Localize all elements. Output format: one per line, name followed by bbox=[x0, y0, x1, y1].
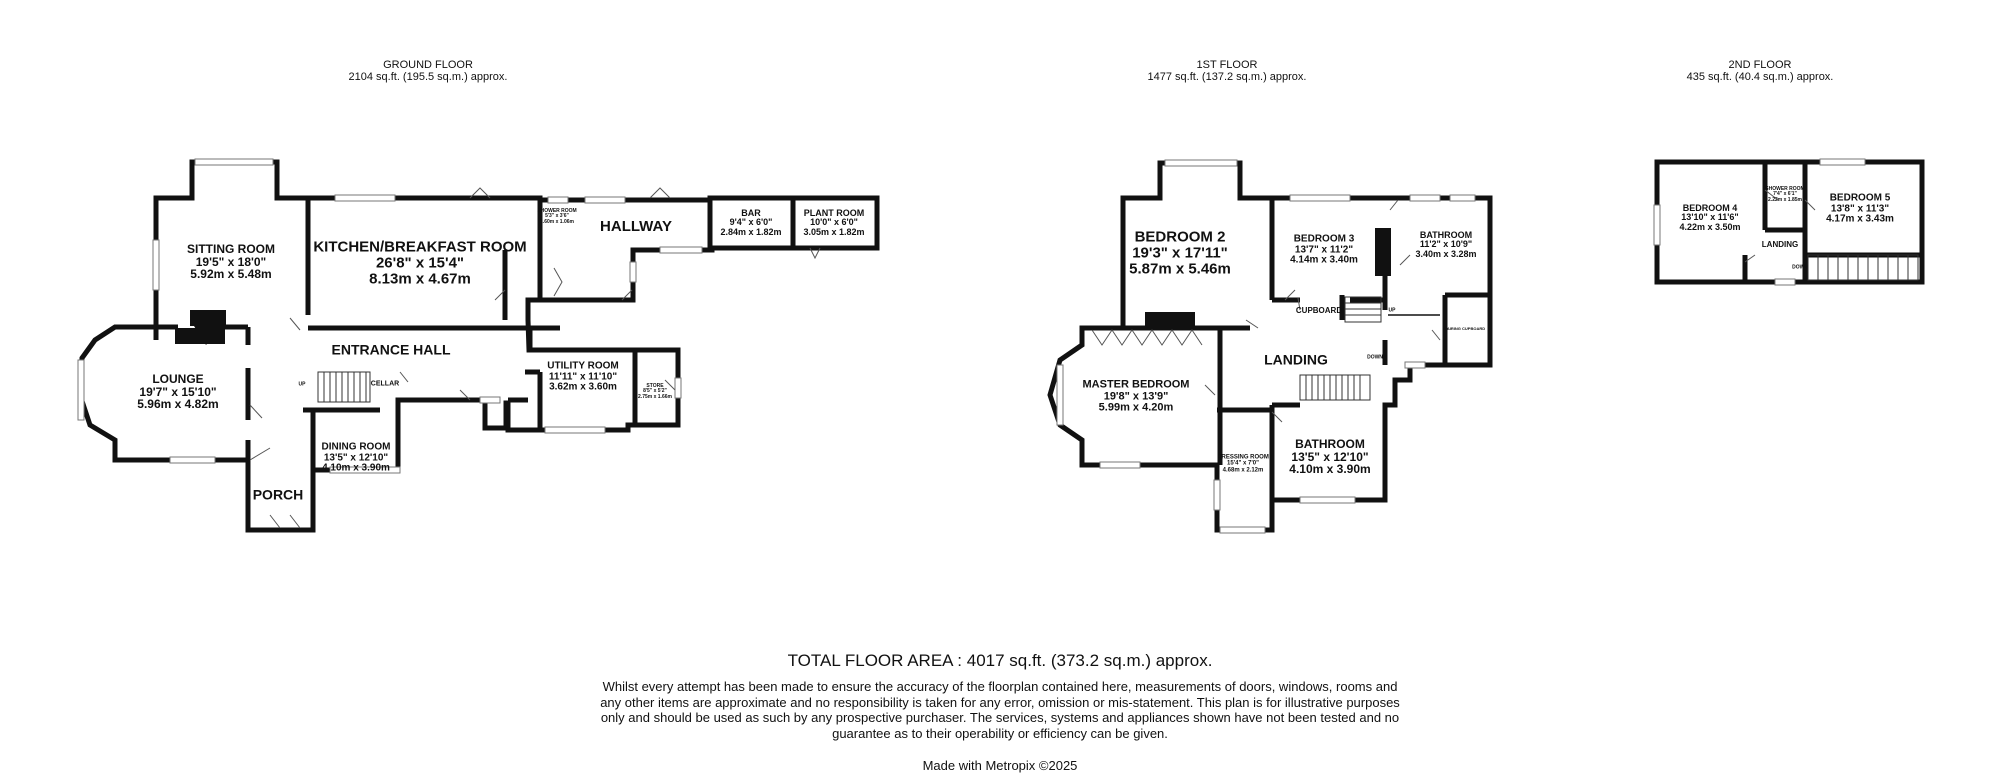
room-label-kitchen: KITCHEN/BREAKFAST ROOM 26'8" x 15'4" 8.1… bbox=[313, 238, 527, 287]
room-label-bedroom-5: BEDROOM 5 13'8" x 11'3" 4.17m x 3.43m bbox=[1826, 192, 1894, 225]
floor-area: 1477 sq.ft. (137.2 sq.m.) approx. bbox=[1147, 71, 1307, 83]
room-label-bedroom-2: BEDROOM 2 19'3" x 17'11" 5.87m x 5.46m bbox=[1129, 228, 1231, 277]
room-label-bathroom-first-a: BATHROOM 11'2" x 10'9" 3.40m x 3.28m bbox=[1415, 229, 1477, 259]
room-label-master-bedroom: MASTER BEDROOM 19'8" x 13'9" 5.99m x 4.2… bbox=[1082, 378, 1190, 414]
floor-area: 435 sq.ft. (40.4 sq.m.) approx. bbox=[1686, 71, 1834, 83]
first-floor-plan bbox=[1047, 159, 1493, 534]
first-floor-header: 1ST FLOOR 1477 sq.ft. (137.2 sq.m.) appr… bbox=[1077, 59, 1377, 83]
ground-floor-plan bbox=[77, 158, 880, 533]
room-label-bar: BAR 9'4" x 6'0" 2.84m x 1.82m bbox=[720, 207, 782, 237]
floor-title: 2ND FLOOR bbox=[1728, 59, 1792, 71]
disclaimer-text: Whilst every attempt has been made to en… bbox=[600, 679, 1400, 741]
room-label-bathroom-first-b: BATHROOM 13'5" x 12'10" 4.10m x 3.90m bbox=[1289, 437, 1371, 477]
ground-floor-header: GROUND FLOOR 2104 sq.ft. (195.5 sq.m.) a… bbox=[278, 59, 578, 83]
room-label-utility-room: UTILITY ROOM 11'11" x 11'10" 3.62m x 3.6… bbox=[547, 360, 619, 393]
floor-title: GROUND FLOOR bbox=[383, 59, 473, 71]
room-label-airing-cupboard: AIRING CUPBOARD bbox=[1446, 325, 1486, 331]
credit-text: Made with Metropix ©2025 bbox=[922, 758, 1078, 773]
room-label-entrance-hall: ENTRANCE HALL bbox=[331, 341, 451, 358]
floor-area: 2104 sq.ft. (195.5 sq.m.) approx. bbox=[348, 71, 508, 83]
stair-label-up-ground: UP bbox=[298, 381, 306, 388]
second-floor-plan bbox=[1653, 158, 1925, 286]
room-label-landing-first: LANDING bbox=[1264, 351, 1328, 368]
room-label-cellar: CELLAR bbox=[370, 380, 400, 388]
room-label-porch: PORCH bbox=[252, 486, 304, 503]
second-floor-header: 2ND FLOOR 435 sq.ft. (40.4 sq.m.) approx… bbox=[1610, 59, 1910, 83]
room-label-dressing-room: DRESSING ROOM 15'4" x 7'0" 4.68m x 2.12m bbox=[1217, 454, 1269, 474]
total-floor-area: TOTAL FLOOR AREA : 4017 sq.ft. (373.2 sq… bbox=[787, 651, 1213, 670]
stair-label-up-first: UP bbox=[1388, 307, 1396, 314]
room-label-lounge: LOUNGE 19'7" x 15'10" 5.96m x 4.82m bbox=[137, 372, 219, 412]
room-label-landing-second: LANDING bbox=[1761, 239, 1799, 249]
floor-title: 1ST FLOOR bbox=[1196, 59, 1258, 71]
room-label-plant-room: PLANT ROOM 10'0" x 6'0" 3.05m x 1.82m bbox=[803, 207, 865, 237]
stair-label-down-second: DOWN bbox=[1792, 264, 1808, 271]
room-label-dining-room: DINING ROOM 13'5" x 12'10" 4.10m x 3.90m bbox=[321, 441, 391, 474]
room-label-sitting-room: SITTING ROOM 19'5" x 18'0" 5.92m x 5.48m bbox=[187, 242, 275, 282]
room-label-cupboard: CUPBOARD bbox=[1295, 305, 1343, 315]
room-label-bedroom-3: BEDROOM 3 13'7" x 11'2" 4.14m x 3.40m bbox=[1290, 233, 1358, 266]
room-label-shower-room-second: SHOWER ROOM 7'4" x 6'1" 2.22m x 1.85m bbox=[1765, 186, 1805, 203]
room-label-bedroom-4: BEDROOM 4 13'10" x 11'6" 4.22m x 3.50m bbox=[1679, 202, 1741, 232]
room-label-hallway: HALLWAY bbox=[600, 218, 672, 236]
stair-label-down-first: DOWN bbox=[1367, 354, 1383, 361]
room-label-store: STORE 8'5" x 5'2" 2.75m x 1.66m bbox=[638, 383, 672, 400]
room-label-shower-room-ground: SHOWER ROOM 5'3" x 3'6" 1.60m x 1.06m bbox=[537, 208, 577, 225]
room-label-wc: W.C. bbox=[514, 397, 524, 403]
